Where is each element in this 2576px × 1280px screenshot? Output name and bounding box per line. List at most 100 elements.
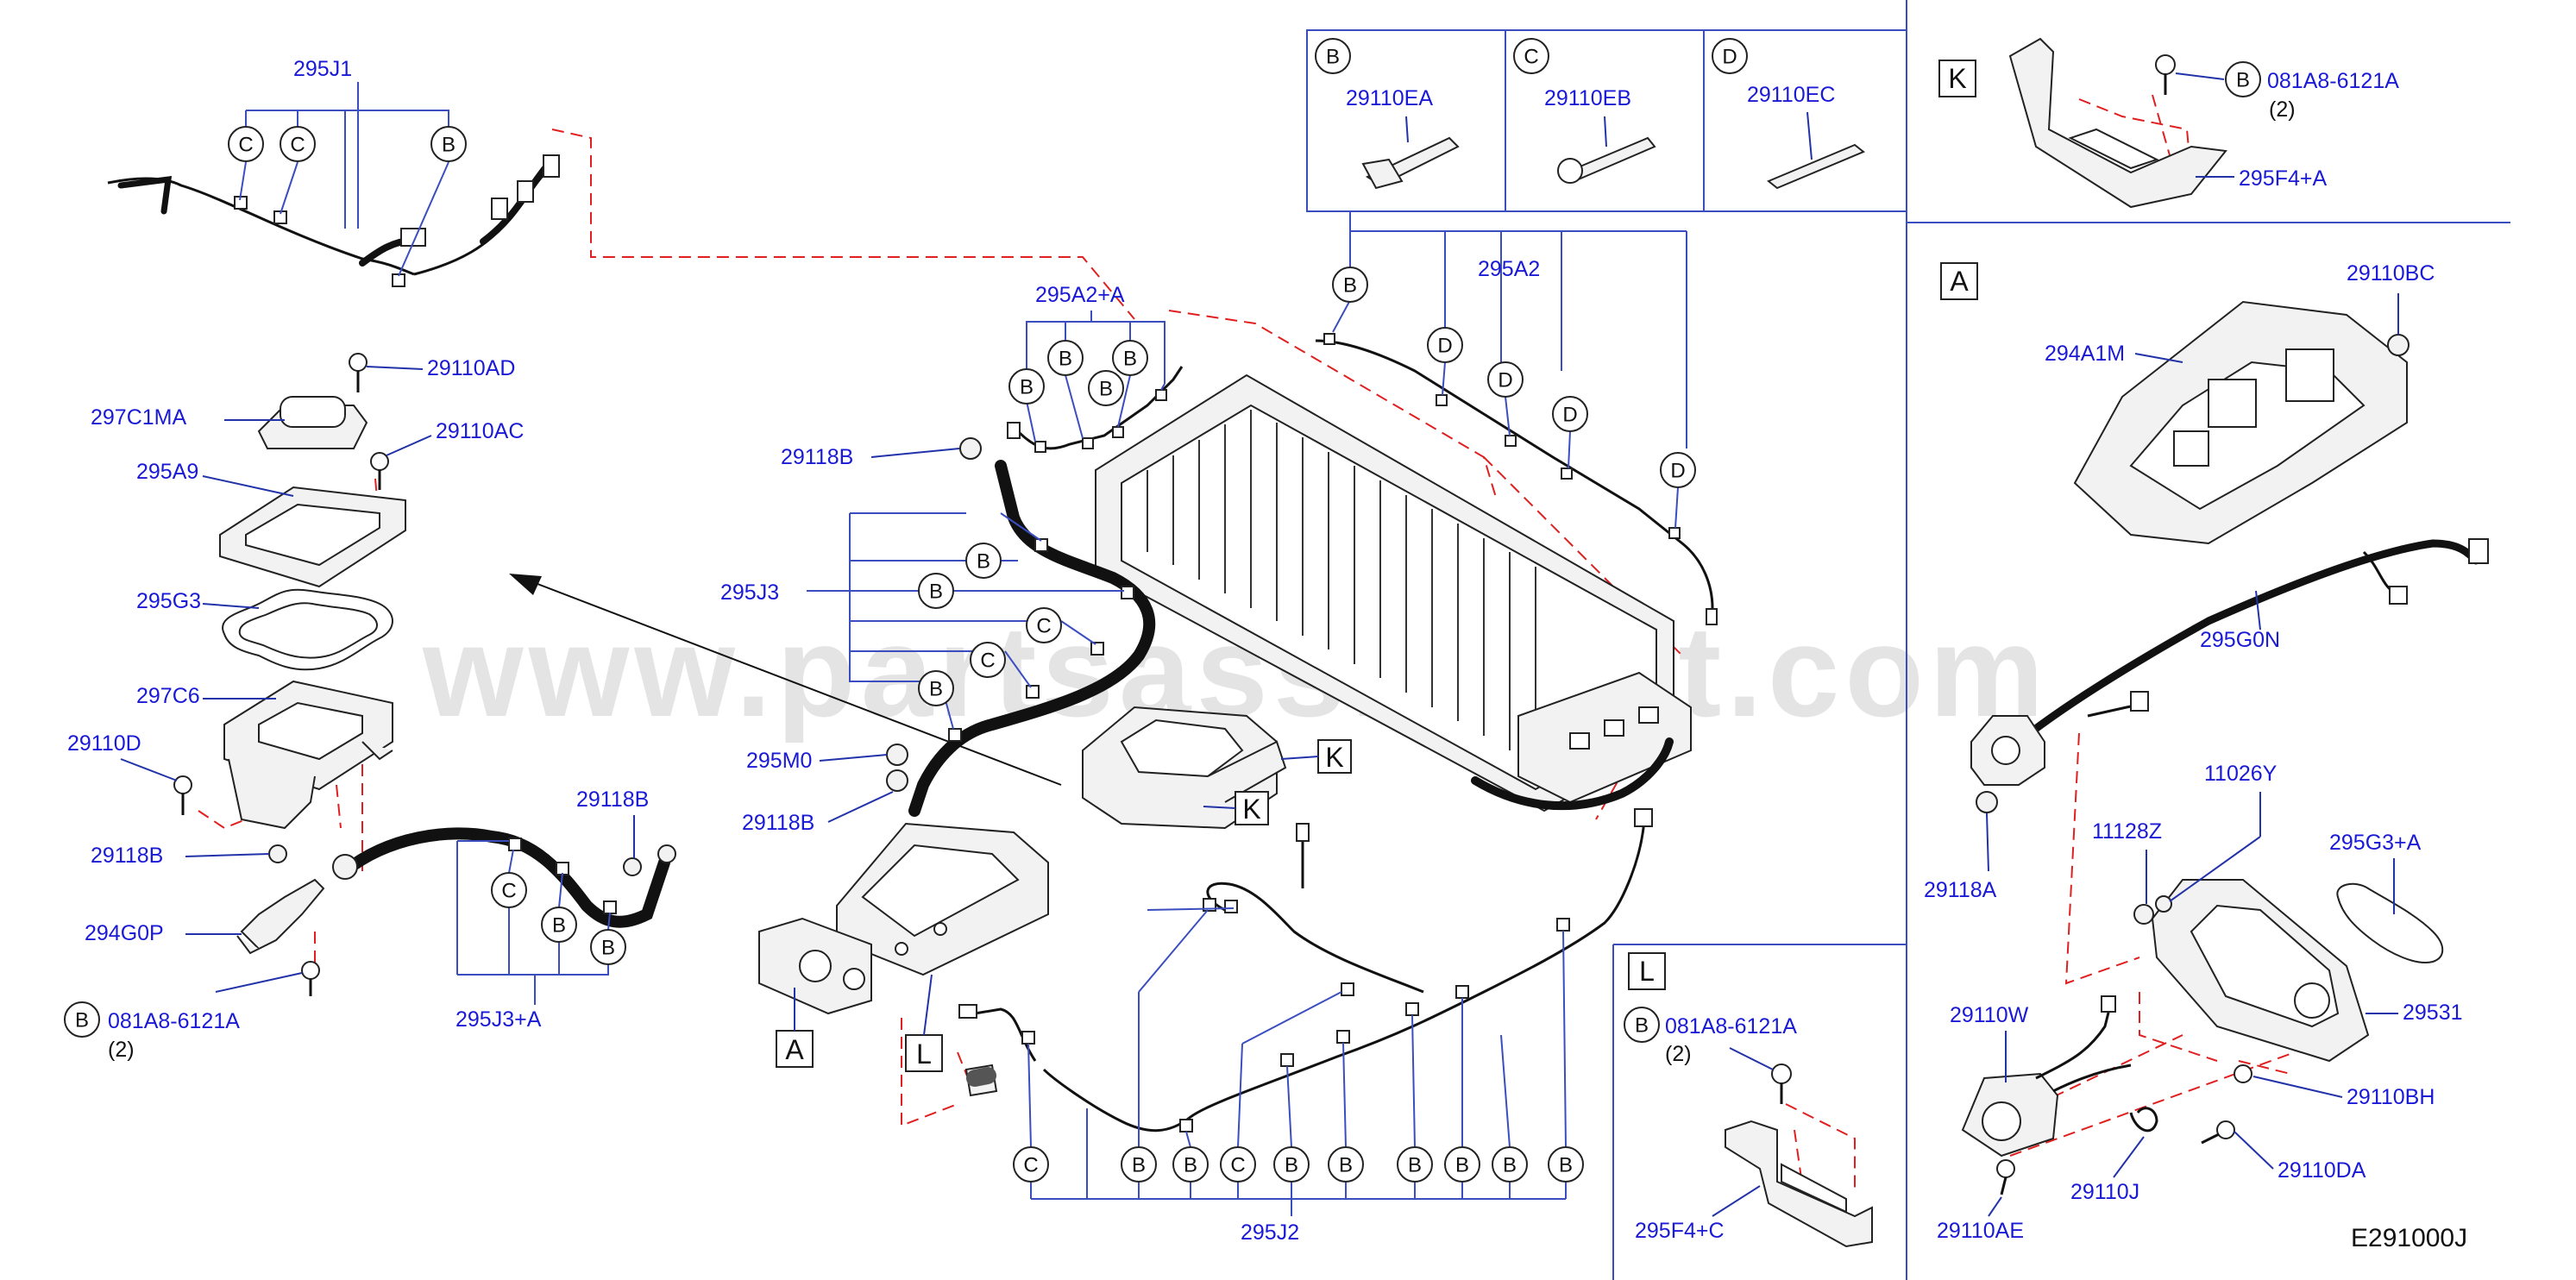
callout-B-295J2-6: B [1444, 1146, 1480, 1183]
callout-B-295A2: B [1332, 267, 1368, 303]
callout-D-295A2-4: D [1660, 452, 1696, 488]
label-29531: 29531 [2403, 1001, 2463, 1025]
label-295J1: 295J1 [293, 57, 352, 81]
svg-text:B: B [1408, 1154, 1422, 1177]
callout-B-295A2A-2: B [1047, 340, 1084, 376]
svg-text:C: C [1230, 1154, 1245, 1177]
group-295J3A [456, 840, 611, 976]
label-297C1MA: 297C1MA [91, 405, 186, 430]
junction-box-center [1082, 706, 1287, 830]
callout-B-295J2-3: B [1273, 1146, 1310, 1183]
callout-D-295A2-2: D [1487, 361, 1524, 398]
detail-L: L B 081A8-6121A (2) 295F4+C [1624, 952, 1873, 1248]
svg-text:B: B [929, 580, 943, 604]
callout-B-1: B [430, 126, 467, 162]
detail-K: K B 081A8-6121A (2) 295F4+A [1938, 37, 2399, 209]
label-081A8-left: 081A8-6121A [108, 1009, 240, 1033]
svg-text:C: C [501, 880, 516, 903]
callout-C-295J2-1: C [1013, 1146, 1049, 1183]
callout-B-295A2A-3: B [1088, 370, 1124, 406]
label-295A9: 295A9 [136, 460, 198, 484]
svg-text:D: D [1670, 460, 1685, 483]
callout-B-295J2-7: B [1492, 1146, 1528, 1183]
label-29118A: 29118A [1924, 878, 1997, 902]
label-29118B-mid-left: 29118B [576, 787, 649, 812]
callout-B-295J2-2: B [1172, 1146, 1209, 1183]
label-29110EB: 29110EB [1544, 86, 1631, 110]
label-297C6: 297C6 [136, 684, 200, 708]
harness-295J2 [958, 808, 1653, 1200]
svg-text:B: B [1184, 1154, 1197, 1177]
svg-text:B: B [1559, 1154, 1573, 1177]
svg-text:K: K [1948, 63, 1966, 94]
label-29110DA: 29110DA [2278, 1158, 2366, 1183]
svg-text:A: A [785, 1034, 804, 1065]
nut-29118B-lower [886, 769, 908, 792]
svg-text:B: B [1343, 274, 1357, 298]
label-29118B-center: 29118B [781, 445, 853, 469]
qty-081A8-K: (2) [2269, 97, 2296, 122]
svg-text:B: B [1123, 348, 1137, 371]
svg-text:K: K [1325, 742, 1343, 773]
svg-text:D: D [1437, 335, 1452, 358]
qty-081A8-L: (2) [1665, 1042, 1692, 1066]
svg-text:B: B [552, 914, 566, 938]
detail-A: A [1940, 262, 2489, 1195]
clip-detail-C: C 29110EB [1513, 38, 1656, 184]
callout-B-295J3-3: B [918, 670, 954, 706]
label-295M0: 295M0 [746, 749, 812, 773]
nut-29118B-center [959, 437, 982, 460]
label-29110AE: 29110AE [1937, 1219, 2024, 1243]
harness-295A2A [1007, 311, 1184, 453]
part-295M0 [886, 744, 908, 766]
callout-C-295J3A: C [491, 872, 527, 908]
view-marker-L-center: L [905, 1034, 943, 1072]
label-11026Y: 11026Y [2204, 762, 2278, 786]
callout-B-295J3-1: B [965, 543, 1002, 579]
label-295G3A: 295G3+A [2329, 831, 2422, 855]
svg-text:C: C [1036, 615, 1051, 638]
cable-295J3 [849, 460, 1156, 817]
label-295G0N: 295G0N [2200, 628, 2280, 652]
label-294G0P: 294G0P [85, 921, 164, 945]
svg-text:C: C [238, 134, 253, 157]
harness-295J1 [107, 93, 560, 287]
svg-text:B: B [1635, 1014, 1649, 1038]
callout-B-081A8-left: B [64, 1001, 100, 1038]
svg-text:B: B [442, 134, 456, 157]
svg-text:C: C [1023, 1154, 1038, 1177]
callout-B-295J2-5: B [1397, 1146, 1433, 1183]
label-081A8-L: 081A8-6121A [1665, 1014, 1797, 1038]
svg-text:K: K [1242, 794, 1260, 825]
callout-B-295J3-2: B [918, 573, 954, 609]
svg-text:B: B [1099, 378, 1113, 401]
callout-C-2: C [280, 126, 316, 162]
svg-text:B: B [929, 678, 943, 701]
label-29110BH: 29110BH [2347, 1085, 2435, 1109]
svg-text:C: C [1524, 46, 1538, 69]
label-29110J: 29110J [2070, 1180, 2139, 1204]
direction-arrow [509, 574, 1062, 786]
label-295J2: 295J2 [1241, 1220, 1299, 1245]
svg-text:A: A [1950, 266, 1969, 297]
callout-C-295J3-2: C [970, 642, 1006, 678]
svg-text:B: B [1503, 1154, 1517, 1177]
callout-D-295A2-3: D [1552, 396, 1588, 432]
junction-box-lower [758, 822, 1049, 1015]
callout-B-295J2-4: B [1328, 1146, 1364, 1183]
callout-B-295J3A-1: B [541, 907, 577, 943]
label-29110AD: 29110AD [427, 356, 515, 380]
callout-B-295J3A-2: B [590, 929, 626, 965]
callout-B-295J2-1: B [1121, 1146, 1157, 1183]
callout-B-295A2A-1: B [1008, 368, 1045, 405]
drawing-id: E291000J [2351, 1224, 2467, 1252]
svg-text:B: B [1020, 376, 1034, 399]
callout-C-1: C [228, 126, 264, 162]
svg-text:D: D [1722, 46, 1737, 69]
svg-text:B: B [1285, 1154, 1298, 1177]
label-29110BC: 29110BC [2347, 261, 2435, 285]
view-marker-K-1: K [1317, 739, 1352, 774]
svg-text:B: B [2236, 69, 2250, 92]
harness-295A2 [1315, 211, 1718, 625]
clip-detail-B: B 29110EA [1315, 38, 1460, 190]
